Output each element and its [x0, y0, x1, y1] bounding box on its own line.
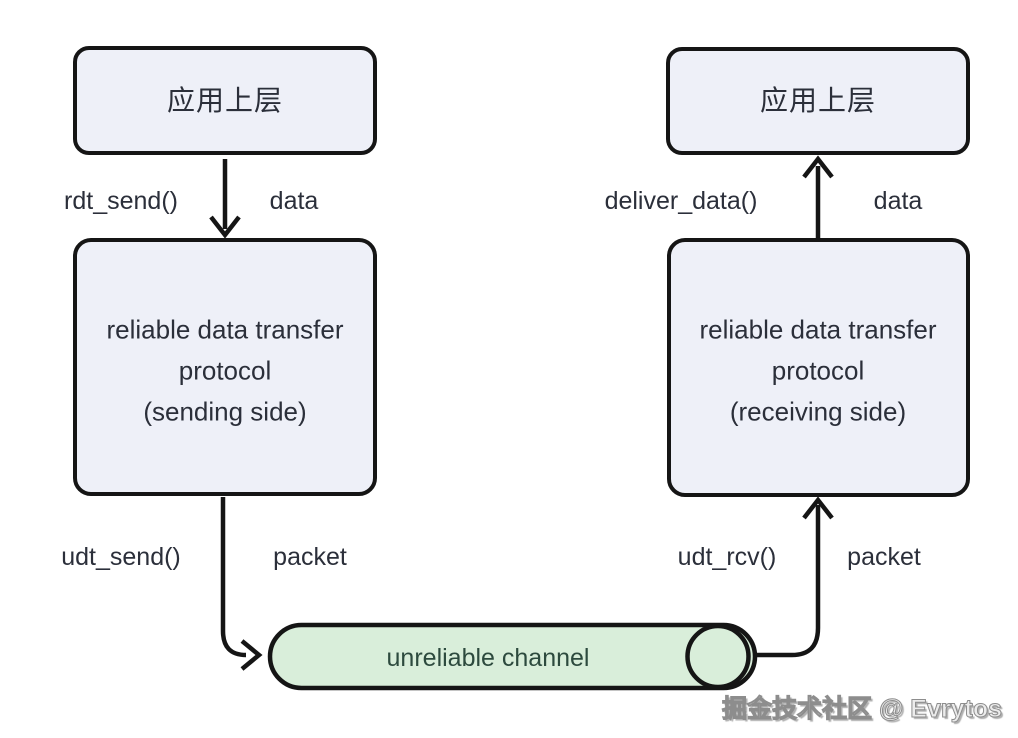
receiver-upper-layer-box	[666, 47, 970, 155]
send-packet-label: packet	[273, 543, 347, 571]
udt-rcv-call-label: udt_rcv()	[677, 543, 777, 571]
sender-protocol-label: reliable data transfer protocol (sending…	[75, 310, 375, 433]
sender-protocol-box	[73, 238, 377, 496]
arrow-udt-rcv-line	[757, 505, 821, 658]
arrow-udt-rcv-head	[802, 496, 834, 520]
receiver-protocol-box	[667, 238, 970, 497]
arrow-send-data-head	[209, 215, 241, 239]
sender-upper-layer-box	[73, 46, 377, 155]
udt-send-call-label: udt_send()	[61, 543, 181, 571]
unreliable-channel-label: unreliable channel	[386, 644, 590, 672]
sender-upper-layer-label: 应用上层	[166, 85, 284, 117]
arrow-udt-send-line	[220, 497, 247, 658]
rcv-packet-label: packet	[847, 543, 921, 571]
sender-protocol-line2: protocol	[178, 355, 272, 386]
sender-protocol-line1: reliable data transfer	[106, 314, 344, 345]
receiver-protocol-label: reliable data transfer protocol (receivi…	[668, 310, 968, 433]
watermark: 掘金技术社区 @ Evrytos	[722, 695, 1003, 724]
receiver-protocol-line2: protocol	[771, 355, 865, 386]
send-data-label: data	[269, 187, 319, 215]
unreliable-channel-end-cap	[685, 623, 751, 690]
receiver-protocol-line3: (receiving side)	[729, 396, 907, 427]
deliver-data-label: data	[873, 187, 923, 215]
deliver-data-call-label: deliver_data()	[604, 187, 758, 215]
receiver-protocol-line1: reliable data transfer	[699, 314, 937, 345]
receiver-upper-layer-label: 应用上层	[759, 85, 877, 117]
sender-protocol-line3: (sending side)	[143, 396, 307, 427]
arrow-udt-send-head	[240, 639, 263, 671]
unreliable-channel-body	[267, 622, 758, 691]
arrow-deliver-data-head	[802, 155, 834, 179]
rdt-send-call-label: rdt_send()	[64, 187, 178, 215]
